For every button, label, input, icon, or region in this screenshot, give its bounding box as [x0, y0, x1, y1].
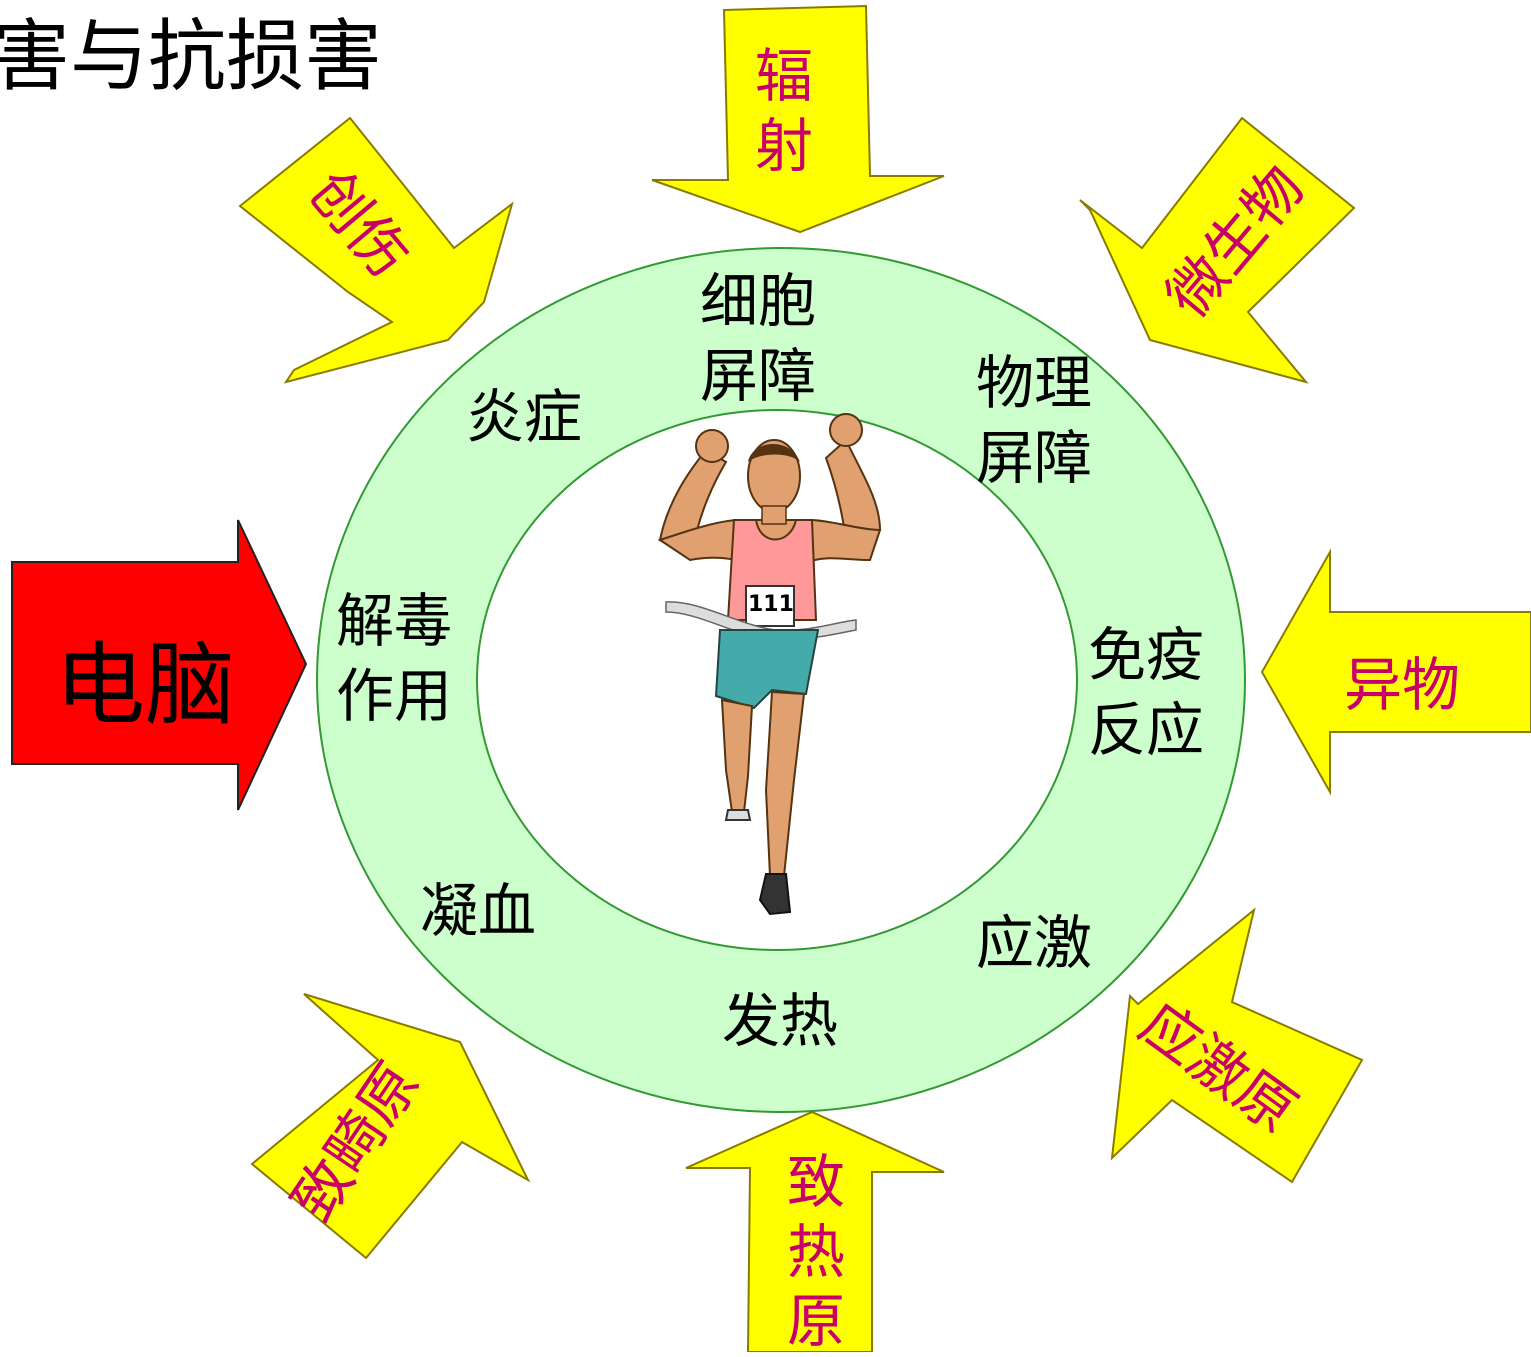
microbes-arrow	[1079, 116, 1356, 384]
page-title: 害与抗损害	[0, 12, 383, 102]
foreign-body-arrow	[1260, 548, 1531, 796]
computer-label: 电脑	[55, 633, 235, 738]
stressor-arrow	[1110, 907, 1364, 1184]
radiation-label: 辐射	[754, 42, 813, 180]
trauma-arrow	[238, 116, 514, 384]
inflammation-label: 炎症	[466, 383, 583, 451]
pyrogen-label: 致热原	[786, 1148, 845, 1356]
immune-label: 免疫 反应	[1088, 621, 1205, 765]
cell-barrier-label: 细胞 屏障	[700, 267, 817, 411]
stress-label: 应激	[976, 909, 1093, 977]
coagulation-label: 凝血	[420, 877, 537, 945]
computer-arrow	[11, 519, 308, 811]
pyrogen-arrow	[685, 1110, 945, 1352]
detox-label: 解毒 作用	[336, 587, 453, 731]
physical-barrier-label: 物理 屏障	[976, 349, 1093, 493]
radiation-arrow	[651, 4, 945, 234]
foreign-body-label: 异物	[1344, 651, 1461, 719]
fever-label: 发热	[722, 987, 839, 1055]
defense-ring	[315, 247, 1247, 1113]
bib-number: 111	[748, 592, 794, 617]
runner-figure	[657, 413, 882, 916]
teratogen-arrow	[250, 993, 531, 1260]
